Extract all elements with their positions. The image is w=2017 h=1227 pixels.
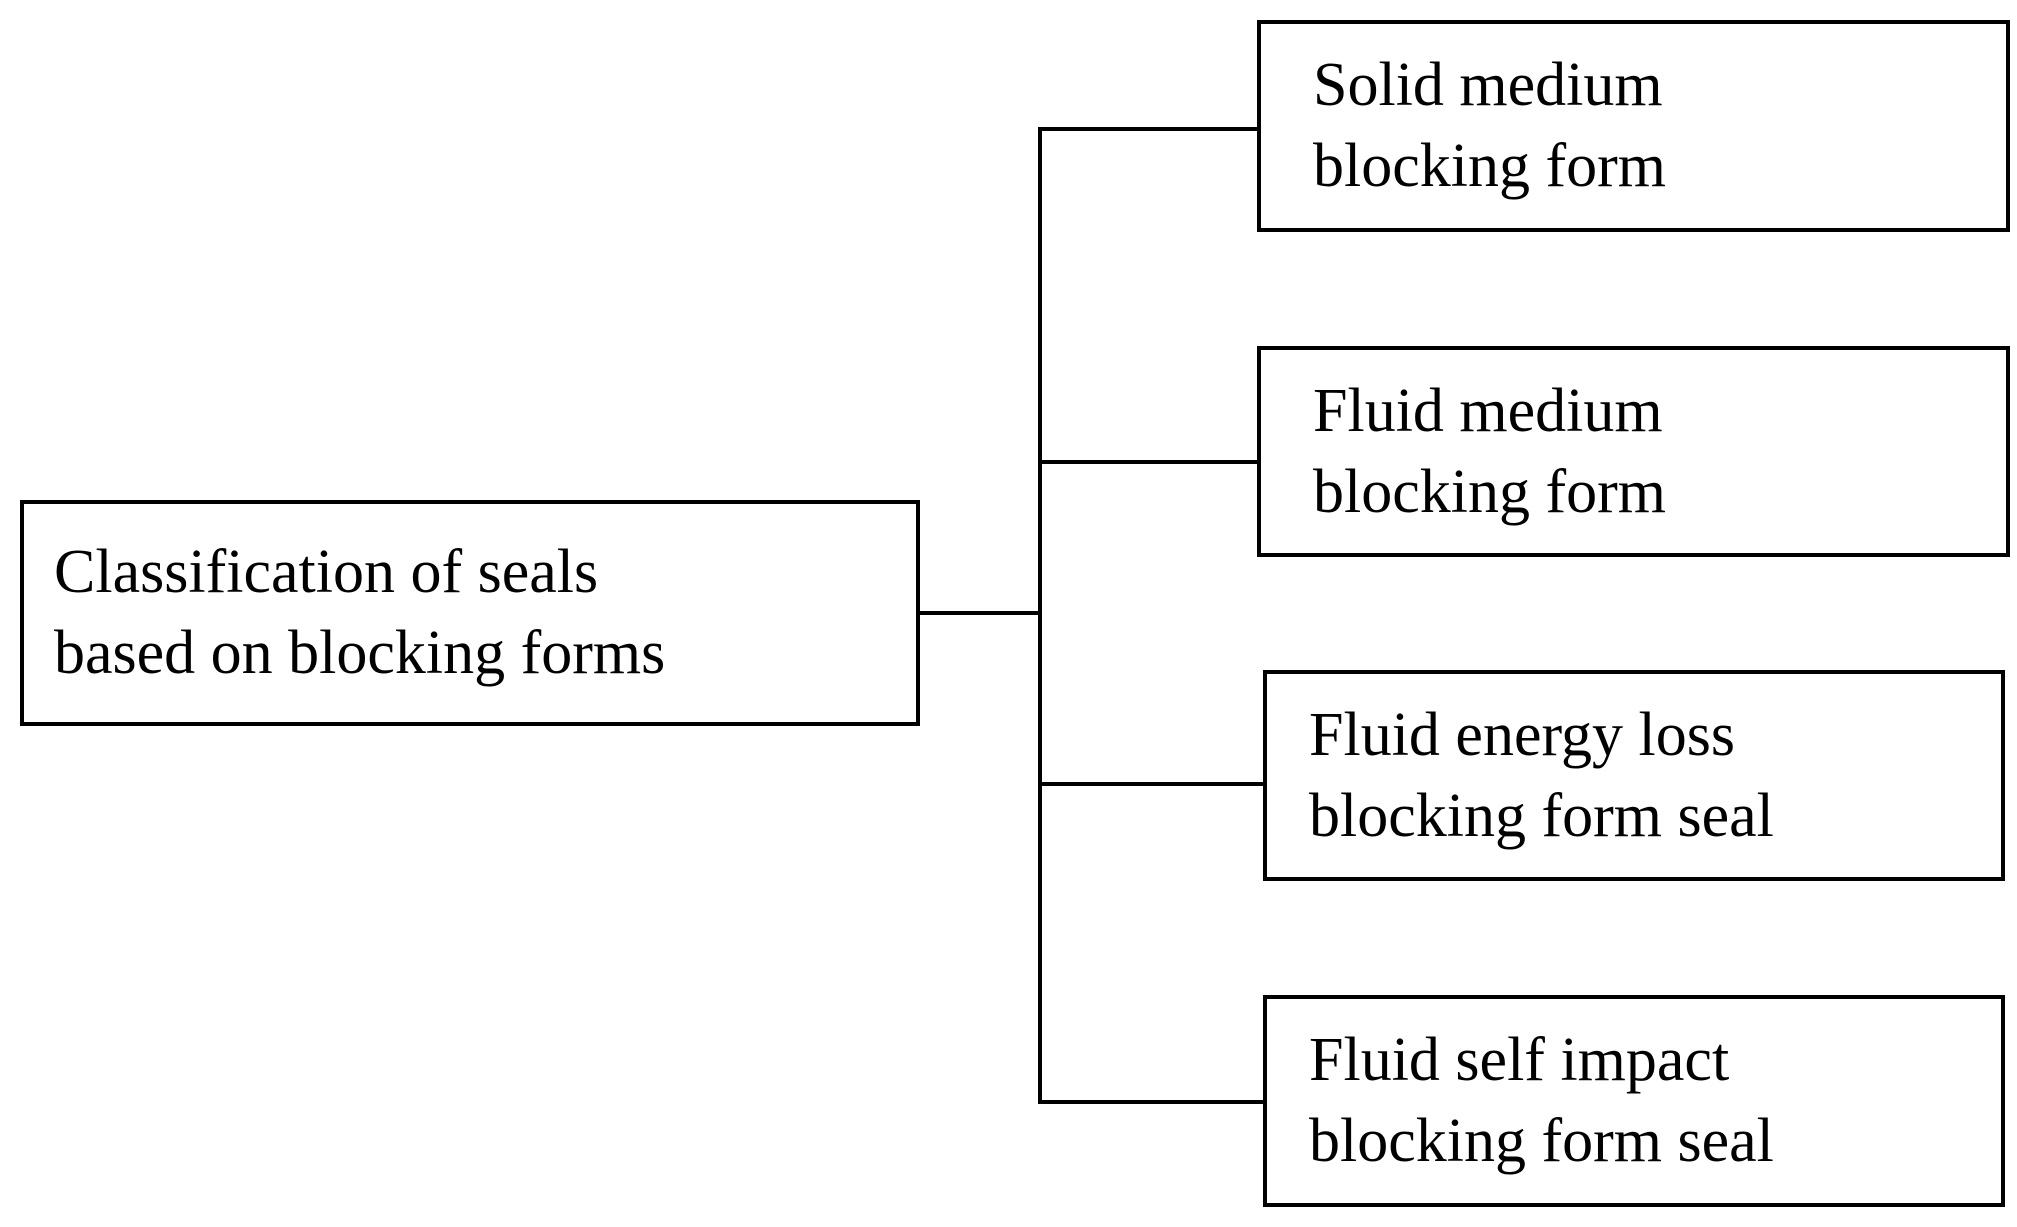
child-node-fluid-medium-blocking-form: Fluid medium blocking form [1257,346,2010,557]
connector-root-to-trunk [918,611,1040,615]
connector-branch-2 [1038,782,1266,786]
connector-branch-3 [1038,1100,1266,1104]
connector-branch-1 [1038,460,1260,464]
connector-trunk-vertical [1038,127,1042,1104]
child-node-fluid-self-impact-blocking-form-seal: Fluid self impact blocking form seal [1263,995,2005,1207]
root-node-classification-of-seals: Classification of seals based on blockin… [20,500,920,726]
child-node-2-label: Fluid energy loss blocking form seal [1309,700,1774,850]
child-node-fluid-energy-loss-blocking-form-seal: Fluid energy loss blocking form seal [1263,670,2005,881]
child-node-1-label: Fluid medium blocking form [1313,376,1666,526]
child-node-solid-medium-blocking-form: Solid medium blocking form [1257,20,2010,232]
child-node-0-label: Solid medium blocking form [1313,51,1666,200]
child-node-3-label: Fluid self impact blocking form seal [1309,1026,1774,1175]
root-node-label: Classification of seals based on blockin… [54,538,666,687]
connector-branch-0 [1038,127,1260,131]
